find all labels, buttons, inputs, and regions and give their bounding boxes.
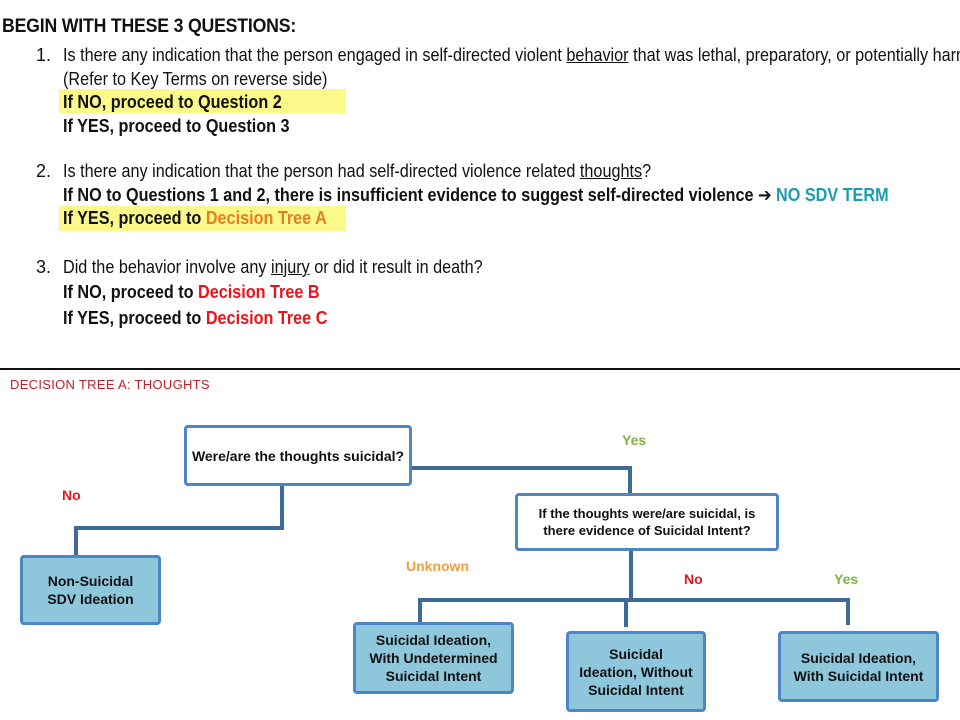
q2-text: Is there any indication that the person …	[63, 161, 652, 181]
leaf-undetermined-intent: Suicidal Ideation, With Undetermined Sui…	[353, 622, 514, 694]
q1-yes-answer: If YES, proceed to Question 3	[63, 116, 290, 136]
unknown-label: Unknown	[406, 558, 469, 574]
no-label: No	[62, 487, 81, 503]
yes-label: Yes	[622, 432, 647, 448]
q2-no-answer: If NO to Questions 1 and 2, there is ins…	[63, 185, 889, 205]
leaf-with-intent: Suicidal Ideation, With Suicidal Intent	[778, 631, 939, 702]
q2-number: 2.	[36, 161, 52, 181]
arrow-right-icon: ➔	[757, 185, 772, 205]
q3-yes-answer: If YES, proceed to Decision Tree C	[63, 308, 328, 328]
q2-yes-highlight	[59, 206, 346, 231]
q2-yes-answer: If YES, proceed to Decision Tree A	[63, 208, 327, 228]
q1-no-highlight	[59, 89, 346, 113]
connector-branches	[418, 598, 850, 625]
decision-tree-title: DECISION TREE A: THOUGHTS	[10, 377, 210, 392]
section-divider	[0, 368, 960, 370]
q3-no-answer: If NO, proceed to Decision Tree B	[63, 282, 320, 302]
connector-yes	[408, 466, 632, 494]
yes-label-2: Yes	[834, 571, 859, 587]
q3-number: 3.	[36, 257, 52, 277]
q1-text-line2: (Refer to Key Terms on reverse side)	[63, 69, 328, 89]
q3-text: Did the behavior involve any injury or d…	[63, 257, 483, 277]
leaf-without-intent: Suicidal Ideation, Without Suicidal Inte…	[566, 631, 706, 712]
questions-section: BEGIN WITH THESE 3 QUESTIONS: 1. Is ther…	[2, 16, 960, 328]
connector-no	[74, 482, 284, 555]
no-label-2: No	[684, 571, 703, 587]
intent-question-box: If the thoughts were/are suicidal, is th…	[515, 493, 779, 551]
no-sdv-term: NO SDV TERM	[771, 185, 889, 205]
q1-no-answer: If NO, proceed to Question 2	[63, 92, 282, 112]
q1-number: 1.	[36, 45, 52, 65]
questions-heading: BEGIN WITH THESE 3 QUESTIONS:	[2, 16, 297, 37]
q1-text: Is there any indication that the person …	[63, 45, 960, 65]
non-suicidal-box: Non-Suicidal SDV Ideation	[20, 555, 161, 625]
root-question-box: Were/are the thoughts suicidal?	[184, 425, 412, 486]
